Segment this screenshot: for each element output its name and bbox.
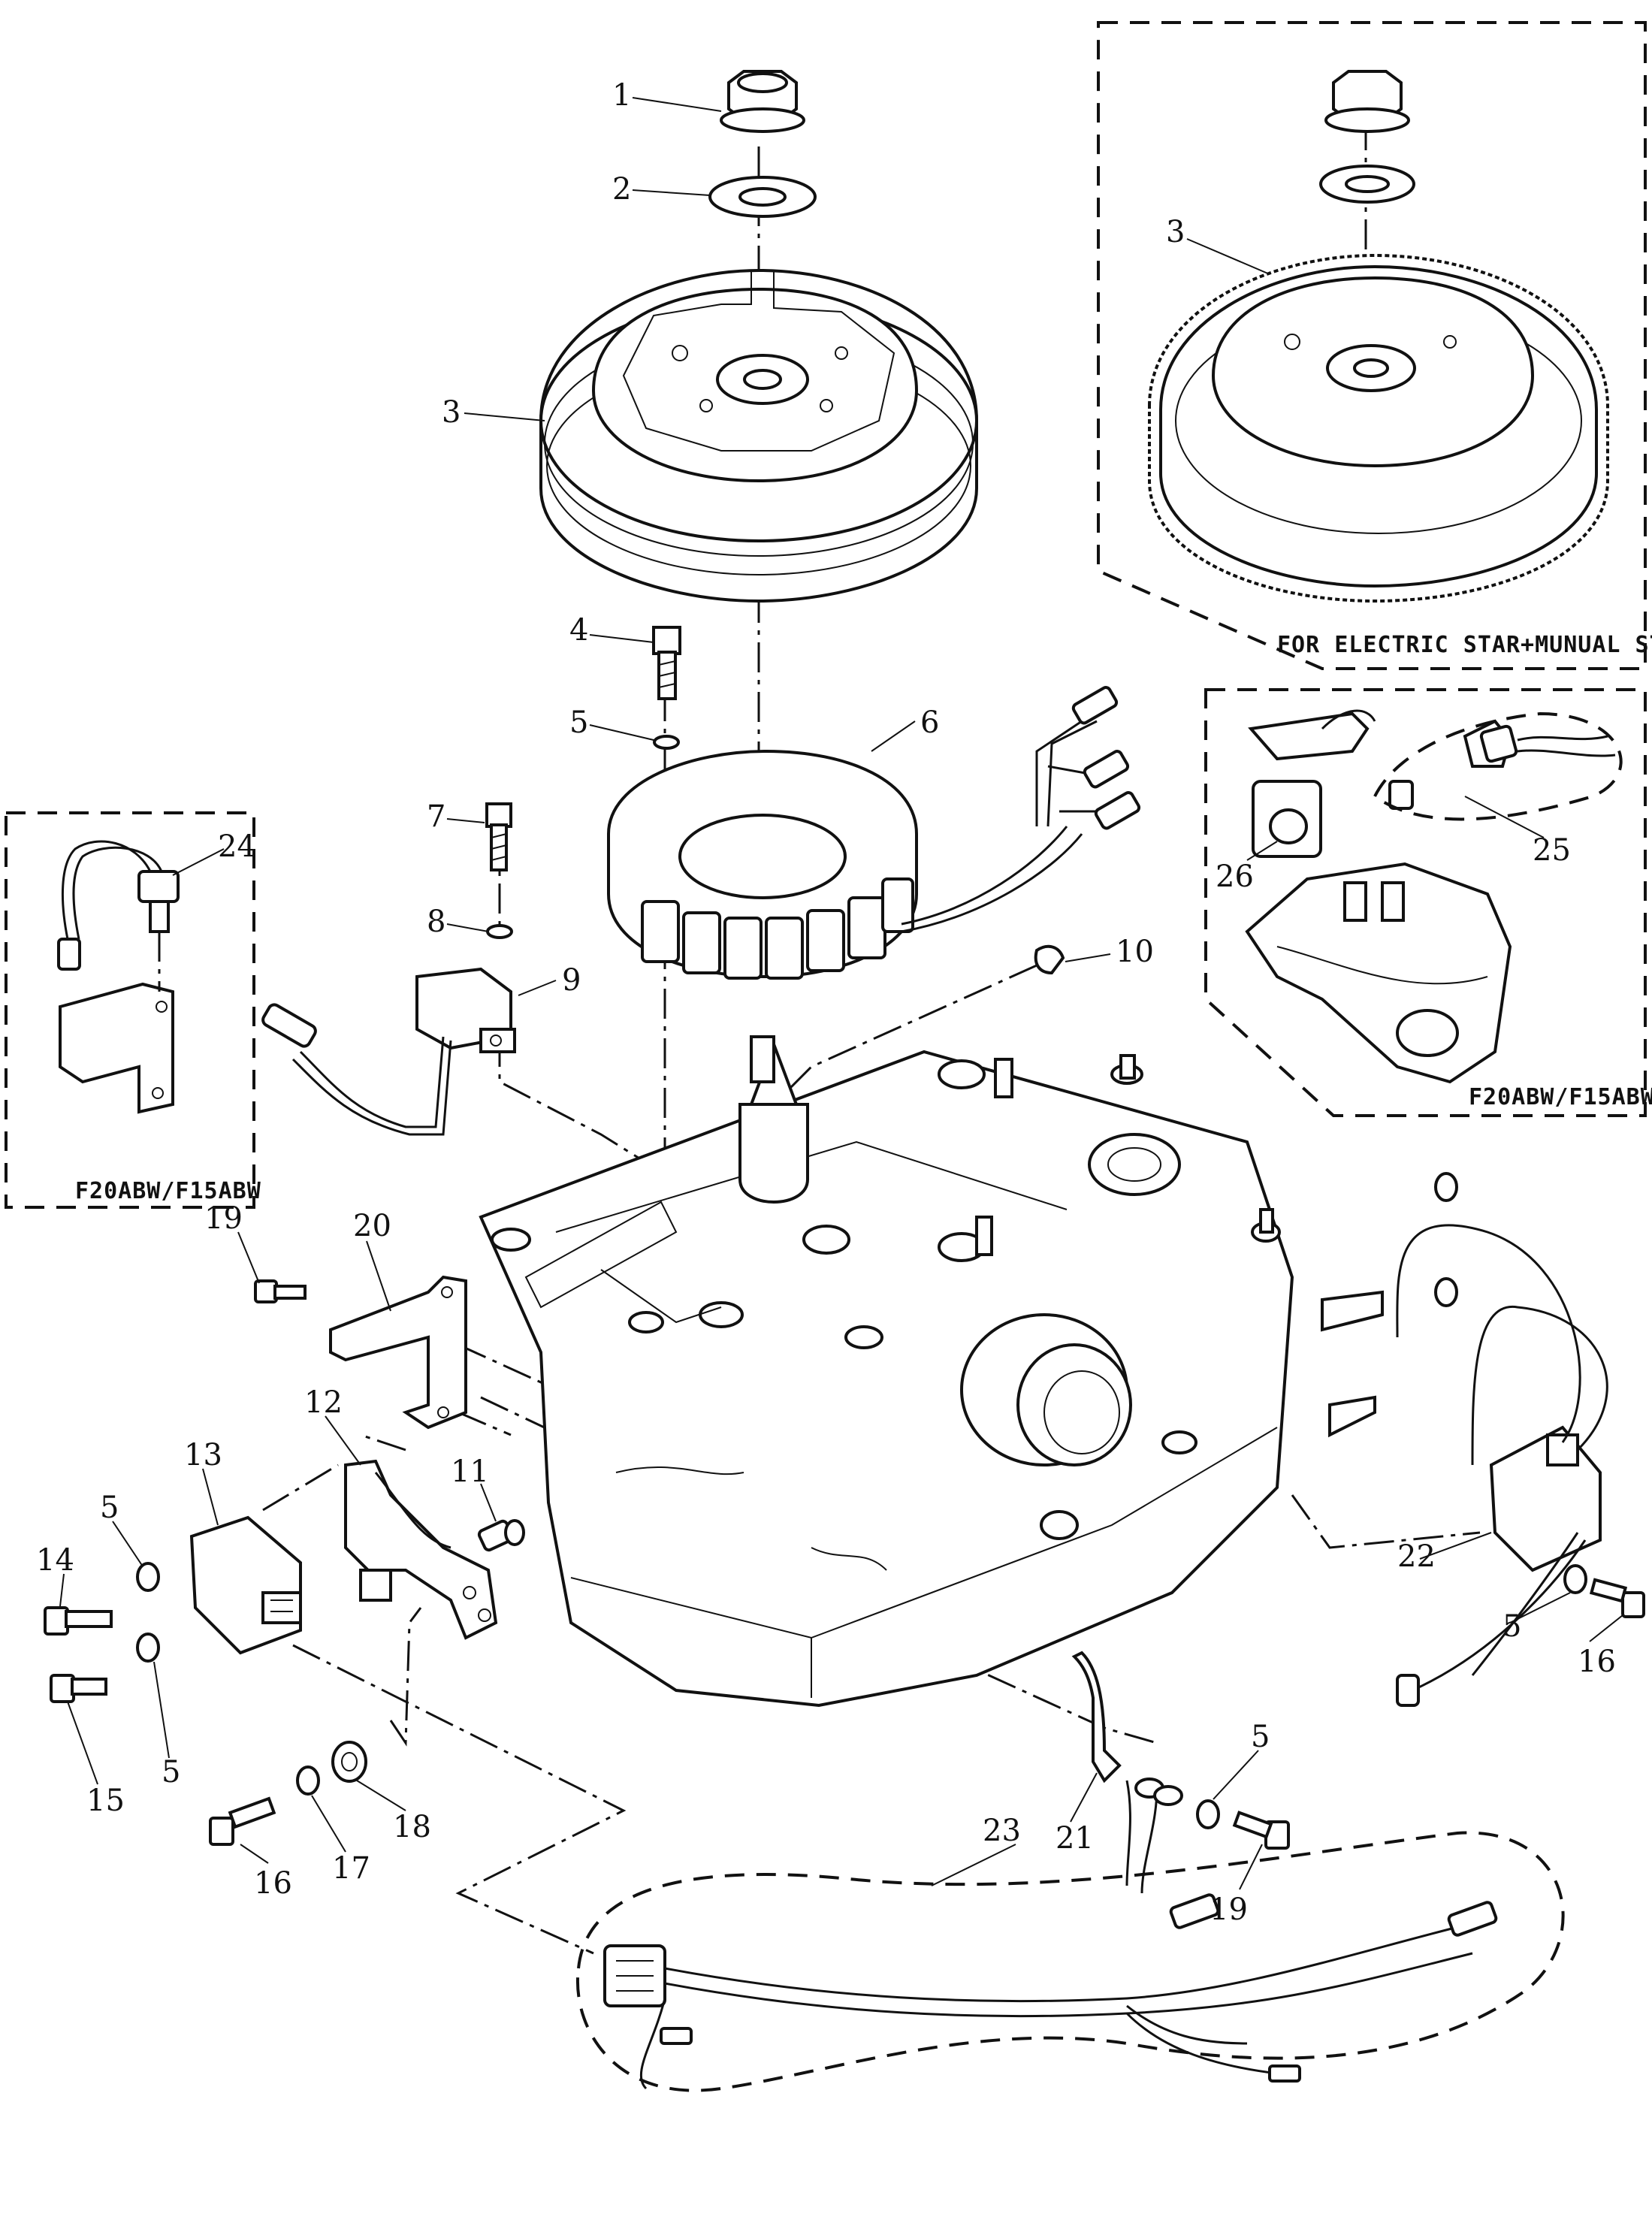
callout-5-ground: 5 (1251, 1720, 1270, 1754)
inset-model-left (5, 811, 255, 1209)
callout-16-coil: 16 (1578, 1645, 1616, 1679)
inset-model-right (1204, 688, 1647, 1117)
callout-16: 16 (254, 1866, 292, 1901)
switch-bracket (1248, 709, 1376, 761)
callout-5-coil: 5 (1503, 1609, 1521, 1644)
callout-20: 20 (353, 1209, 391, 1243)
flywheel-ring-gear-washer (1319, 165, 1415, 204)
flywheel-washer (708, 176, 817, 218)
pulser-coil (261, 967, 516, 1136)
callout-5-stator: 5 (569, 705, 588, 740)
callout-19-lower: 19 (1210, 1892, 1248, 1927)
callout-14: 14 (36, 1543, 74, 1578)
coil-washer (1563, 1564, 1587, 1594)
callout-19-upper: 19 (204, 1201, 243, 1236)
mount-bracket (329, 1275, 467, 1430)
flywheel (539, 268, 978, 603)
bracket-washer (296, 1765, 320, 1796)
cdi-washer-upper (136, 1562, 160, 1592)
ground-washer (1196, 1799, 1220, 1829)
callout-3-inset: 3 (1166, 215, 1185, 249)
stator-bolt (652, 626, 681, 700)
callout-11: 11 (451, 1454, 489, 1489)
callout-5-cdi-upper: 5 (100, 1491, 119, 1525)
pulser-washer (486, 924, 513, 939)
cdi-washer-lower (136, 1633, 160, 1663)
ignition-coil (1321, 1172, 1608, 1707)
flywheel-nut (720, 70, 805, 133)
callout-10: 10 (1116, 935, 1154, 969)
dowel-pin (477, 1519, 525, 1552)
callout-8: 8 (427, 905, 445, 939)
coil-bolt (1589, 1578, 1645, 1618)
leader-lines (59, 97, 1623, 1890)
bracket-bolt-upper (254, 1279, 307, 1303)
flywheel-with-ring-gear (1148, 253, 1609, 603)
note-model-right: F20ABW/F15ABW (1469, 1084, 1652, 1110)
bracket-grommet (331, 1741, 367, 1783)
ground-bolt (1232, 1811, 1290, 1850)
callout-2: 2 (612, 172, 631, 207)
oil-pressure-switch (57, 840, 180, 1114)
switch-cover (1252, 780, 1322, 858)
callout-23: 23 (983, 1814, 1021, 1848)
pulser-bolt (485, 802, 512, 871)
callout-15: 15 (86, 1784, 125, 1818)
woodruff-key (1034, 944, 1065, 975)
flywheel-ring-gear-nut (1324, 70, 1410, 133)
sensor-bracket (344, 1459, 498, 1640)
note-model-left: F20ABW/F15ABW (75, 1178, 261, 1204)
bracket-bolt (209, 1796, 276, 1846)
note-electric-start: FOR ELECTRIC STAR+MUNUAL STAR (1277, 632, 1652, 658)
neutral-switch (1373, 711, 1623, 821)
callout-4: 4 (569, 613, 588, 648)
harness-outline (576, 1831, 1565, 2092)
wire-harness (603, 1893, 1498, 2090)
callout-26: 26 (1216, 859, 1254, 894)
stator-coil (607, 686, 1141, 980)
callout-6: 6 (920, 705, 939, 740)
callout-7: 7 (427, 799, 445, 834)
stator-washer (653, 735, 680, 750)
callout-12: 12 (304, 1385, 343, 1420)
callout-labels: 1 2 3 3 4 5 6 7 8 9 10 11 12 13 14 5 5 1… (36, 78, 1616, 1927)
callout-21: 21 (1056, 1821, 1094, 1856)
callout-24: 24 (218, 829, 256, 864)
engine-block (479, 1035, 1294, 1708)
callout-25: 25 (1533, 833, 1571, 868)
cdi-unit (189, 1515, 302, 1655)
callout-17: 17 (332, 1851, 370, 1886)
callout-13: 13 (184, 1438, 222, 1472)
callout-1: 1 (612, 78, 631, 113)
callout-3: 3 (442, 395, 461, 430)
callout-5-cdi-lower: 5 (162, 1755, 180, 1790)
control-mechanism (1245, 862, 1512, 1084)
cdi-bolt-lower (50, 1674, 107, 1703)
ground-bracket (1071, 1651, 1183, 1894)
callout-18: 18 (393, 1810, 431, 1844)
cdi-bolt-upper (44, 1606, 113, 1636)
callout-9: 9 (562, 963, 581, 998)
callout-22: 22 (1397, 1539, 1436, 1574)
inset-electric-start (1097, 21, 1647, 670)
inset-notes: FOR ELECTRIC STAR+MUNUAL STAR F20ABW/F15… (75, 632, 1652, 1204)
